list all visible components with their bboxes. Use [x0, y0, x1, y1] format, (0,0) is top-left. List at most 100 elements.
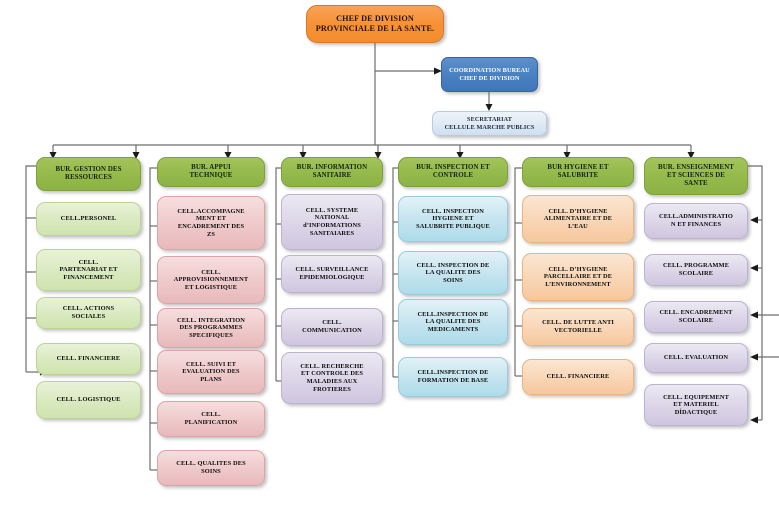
cell-node-label-line: CELL. EVALUATION: [663, 354, 729, 362]
cell-node-label-line: EPIDEMIOLOGIQUE: [299, 274, 365, 281]
cell-node-label-line: SCOLAIRE: [678, 317, 714, 324]
bureau-header-line: BUR. APPUI: [191, 163, 231, 171]
cell-node-label-line: ZS: [206, 230, 216, 238]
coordination-line-2: CHEF DE DIVISION: [459, 74, 520, 82]
cell-node-label-line: SOINS: [201, 468, 221, 475]
cell-node-label-line: CELL. SYSTEME: [305, 206, 359, 214]
cell-node-label-line: DES PROGRAMMES: [179, 324, 243, 332]
coordination-bureau-node[interactable]: COORDINATION BUREAU CHEF DE DIVISION: [441, 57, 538, 92]
cell-node-label-line: CELL. D’HYGIENE: [548, 265, 608, 273]
cell-node-label-line: CELL.PERSONEL: [60, 215, 117, 223]
cell-node-label-line: NATIONAL: [314, 214, 350, 222]
cell-node-label-line: CELL. INTEGRATION: [177, 316, 245, 324]
cell-node-label-line: CELL. FINANCIERE: [546, 373, 610, 381]
cell-node-label-line: MALADIES AUX: [306, 378, 358, 385]
cell-node[interactable]: CELL.PLANIFICATION: [157, 401, 265, 437]
secretariat-line-2: CELLULE MARCHE PUBLICS: [444, 123, 535, 131]
bureau-header-line: BUR. INSPECTION ET: [416, 163, 490, 171]
cell-node-label-line: CELL. EQUIPEMENT: [663, 393, 729, 401]
cell-node-label-line: CELL. LOGISTIQUE: [56, 396, 121, 404]
cell-node-label-line: PLANIFICATION: [184, 419, 238, 426]
cell-node[interactable]: CELL. FINANCIERE: [522, 359, 634, 395]
cell-node-label-line: CELL. D’HYGIENE: [548, 207, 608, 215]
cell-node-label-line: HYGIENE ET: [432, 215, 474, 223]
cell-node-label-line: CELL. INSPECTION DE: [416, 261, 490, 269]
cell-node-label-line: ET LOGISTIQUE: [184, 283, 238, 291]
cell-node-label-line: CELL.ACCOMPAGNE: [177, 207, 245, 215]
cell-node-label-line: ET MATERIEL: [673, 401, 719, 409]
cell-node-label-line: CELL.INSPECTION DE: [417, 369, 489, 377]
cell-node-label-line: CELL.INSPECTION DE: [417, 310, 489, 318]
cell-node[interactable]: CELL. EVALUATION: [644, 343, 748, 373]
cell-node-label-line: CELL. DE LUTTE ANTI: [542, 319, 614, 327]
cell-node-label-line: SANITAIARES: [309, 229, 355, 237]
cell-node-label-line: CELL.ADMINISTRATIO: [659, 213, 733, 221]
cell-node-label-line: CELL. FINANCIERE: [56, 355, 121, 363]
cell-node[interactable]: CELL.COMMUNICATION: [281, 308, 383, 346]
cell-node-label-line: L’ENVIRONNEMENT: [545, 280, 611, 288]
cell-node-label-line: CELL. PROGRAMME: [662, 262, 730, 270]
cell-node-label-line: ET CONTROLE DES: [300, 370, 364, 378]
secretariat-line-1: SECRETARIAT: [467, 116, 512, 124]
root-node-chef-de-division[interactable]: CHEF DE DIVISION PROVINCIALE DE LA SANTE…: [306, 5, 444, 43]
cell-node-label-line: CELL. RECHERCHE: [300, 362, 364, 370]
cell-node-label-line: MENT ET: [196, 215, 226, 223]
bureau-header-line: BUR. GESTION DES: [55, 165, 122, 173]
cell-node-label-line: ENCADREMENT DES: [177, 223, 245, 230]
cell-node-label-line: SCOLAIRE: [678, 270, 714, 277]
bureau-header-line: TECHNIQUE: [189, 172, 233, 179]
cell-node-label-line: MEDICAMENTS: [427, 325, 479, 333]
secretariat-node[interactable]: SECRETARIAT CELLULE MARCHE PUBLICS: [432, 111, 547, 136]
cell-node-label-line: L’EAU: [568, 222, 588, 230]
cell-node-label-line: SOCIALES: [71, 313, 106, 320]
cell-node-label-line: PLANS: [200, 375, 222, 383]
cell-node[interactable]: CELL. FINANCIERE: [36, 343, 141, 375]
cell-node-label-line: CELL. SUIVI ET: [186, 360, 236, 368]
cell-node-label-line: CELL. QUALITES DES: [176, 460, 246, 468]
cell-node-label-line: FROTIERES: [313, 385, 351, 393]
cell-node-label-line: ALIMENTAIRE ET DE: [543, 215, 613, 223]
cell-node-label-line: LA QUALITE DES: [425, 318, 481, 326]
cell-node-label-line: APPROVISIONNEMENT: [173, 276, 249, 284]
cell-node-label-line: N ET FINANCES: [670, 221, 722, 228]
cell-node-label-line: CELL. ENCADREMENT: [659, 309, 733, 317]
cell-node-label-line: LA QUALITE DES: [425, 269, 481, 277]
bureau-header-line: BUR. INFORMATION: [296, 163, 368, 171]
cell-node-label-line: CELL.: [322, 319, 342, 327]
cell-node[interactable]: CELL.PERSONEL: [36, 202, 141, 236]
cell-node-label-line: COMMUNICATION: [302, 327, 362, 334]
cell-node[interactable]: CELL. LOGISTIQUE: [36, 381, 141, 419]
bureau-header-line: ET SCIENCES DE: [667, 171, 725, 179]
cell-node-label-line: PARCELLAIRE ET DE: [543, 273, 613, 281]
bureau-header-line: SANITAIRE: [312, 172, 352, 179]
cell-node-label-line: CELL.: [201, 411, 221, 419]
root-line-1: CHEF DE DIVISION: [336, 14, 414, 24]
